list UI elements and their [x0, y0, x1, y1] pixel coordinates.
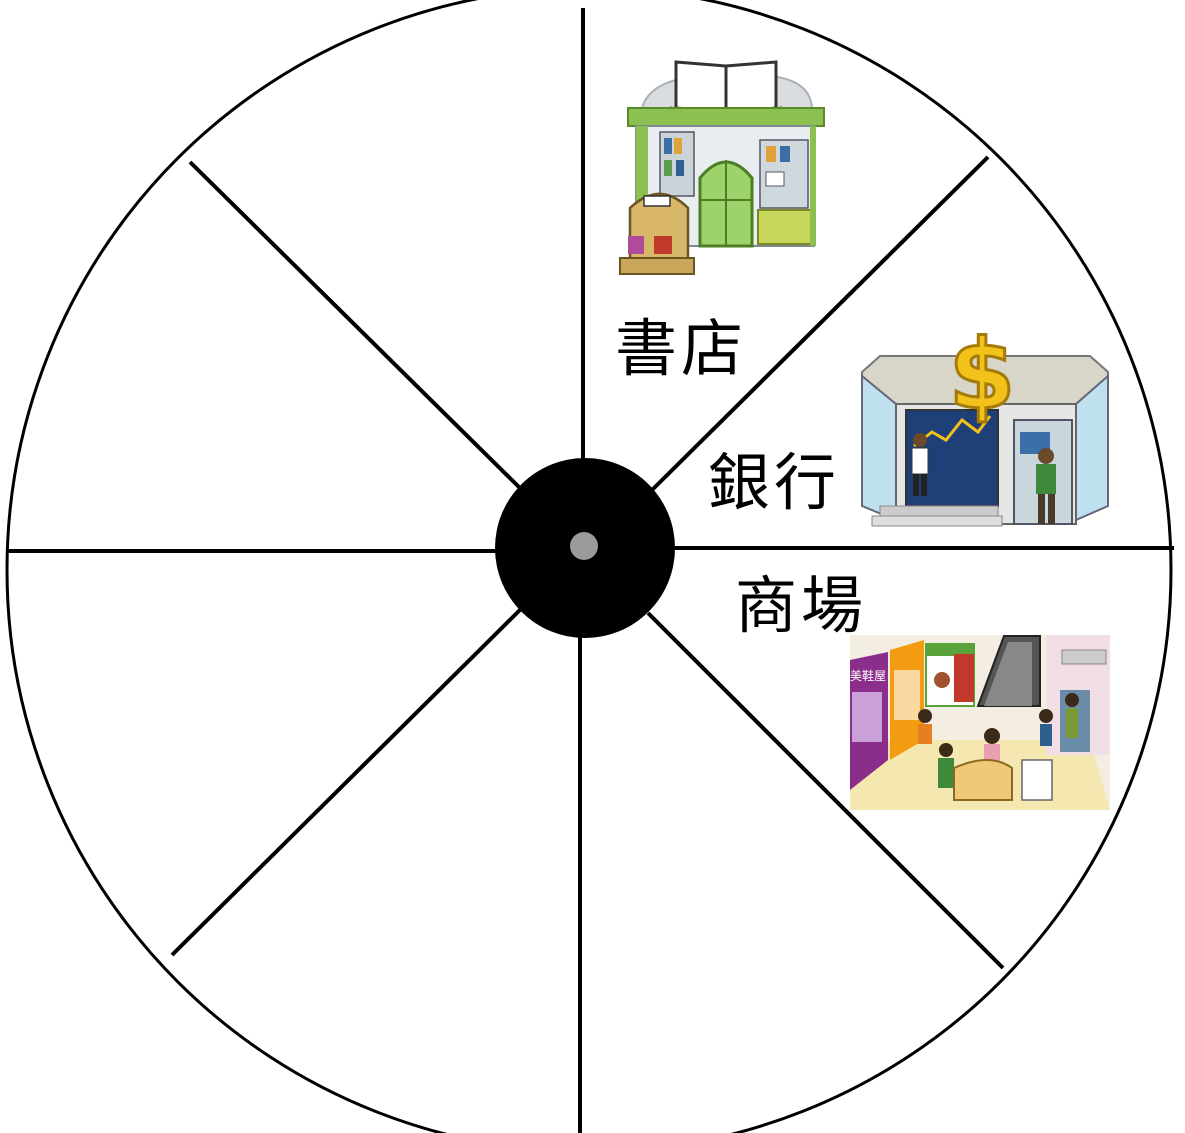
shopping-mall-icon: 美鞋屋 — [850, 635, 1110, 810]
hub-pin — [570, 532, 598, 560]
dollar-sign: $ — [949, 319, 1016, 431]
shoe-shop-sign: 美鞋屋 — [850, 668, 886, 683]
bank-icon: $ — [861, 318, 1109, 527]
wheel-spokes — [8, 8, 1174, 1133]
bookstore-icon — [619, 60, 825, 275]
spoke-upper-left — [188, 160, 527, 495]
segment-label-bank: 銀行 — [708, 446, 841, 519]
spoke-lower-left — [170, 603, 527, 957]
spoke-lower-right — [646, 611, 1005, 970]
segment-label-bookstore: 書店 — [615, 312, 748, 385]
segment-label-mall: 商場 — [735, 569, 868, 642]
spoke-upper-right — [648, 155, 990, 494]
